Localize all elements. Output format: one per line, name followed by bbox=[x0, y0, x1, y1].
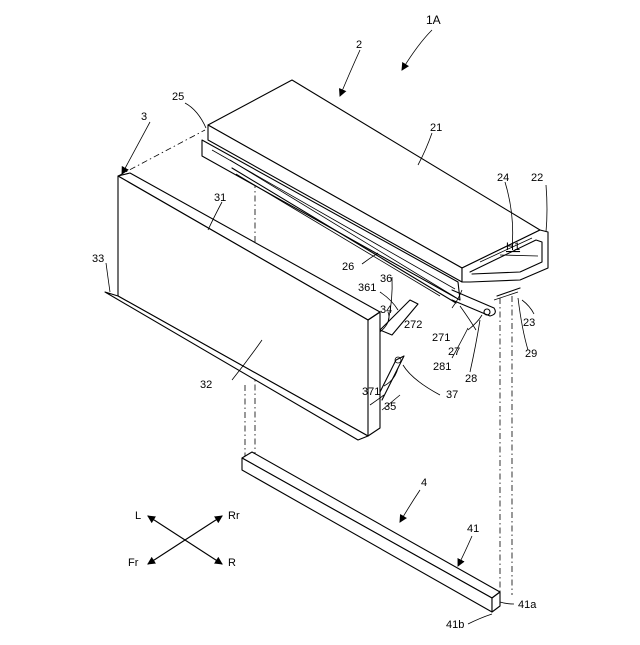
label-371: 371 bbox=[362, 386, 380, 398]
label-29: 29 bbox=[525, 348, 537, 360]
label-3: 3 bbox=[141, 111, 147, 123]
label-34: 34 bbox=[380, 304, 392, 316]
label-35: 35 bbox=[384, 401, 396, 413]
label-23: 23 bbox=[523, 317, 535, 329]
label-21: 21 bbox=[430, 122, 442, 134]
label-41b: 41b bbox=[446, 619, 464, 631]
label-272: 272 bbox=[404, 319, 422, 331]
label-271: 271 bbox=[432, 332, 450, 344]
label-2: 2 bbox=[356, 39, 362, 51]
direction-rose: L Rr Fr R bbox=[128, 510, 240, 569]
label-assembly-1A: 1A bbox=[426, 13, 441, 27]
label-24: 24 bbox=[497, 172, 509, 184]
label-31: 31 bbox=[214, 192, 226, 204]
label-4: 4 bbox=[421, 477, 427, 489]
label-41a: 41a bbox=[518, 599, 537, 611]
label-281: 281 bbox=[433, 361, 451, 373]
dir-right: R bbox=[228, 557, 236, 569]
label-41: 41 bbox=[467, 523, 479, 535]
dir-left: L bbox=[135, 510, 141, 522]
dir-front: Fr bbox=[128, 557, 139, 569]
label-27: 27 bbox=[448, 346, 460, 358]
label-22: 22 bbox=[531, 172, 543, 184]
label-361: 361 bbox=[358, 282, 376, 294]
label-37: 37 bbox=[446, 389, 458, 401]
label-33: 33 bbox=[92, 253, 104, 265]
label-32: 32 bbox=[200, 379, 212, 391]
member-4-lower-rail bbox=[242, 452, 500, 612]
label-H1: H1 bbox=[506, 241, 520, 253]
label-36: 36 bbox=[380, 273, 392, 285]
label-26: 26 bbox=[342, 261, 354, 273]
label-28: 28 bbox=[465, 373, 477, 385]
dir-rear-right: Rr bbox=[228, 510, 240, 522]
label-25: 25 bbox=[172, 91, 184, 103]
